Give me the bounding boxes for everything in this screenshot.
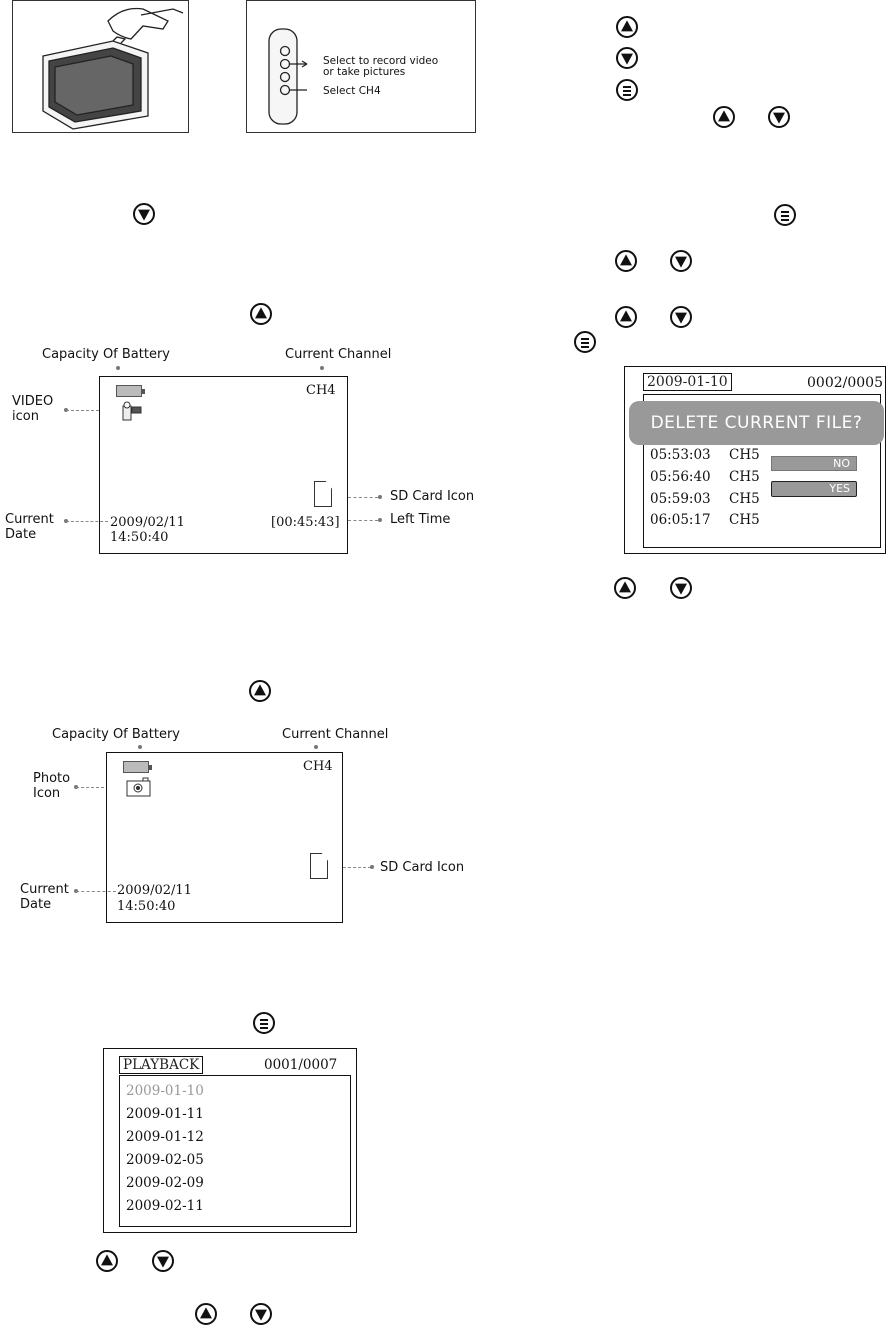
label-capacity-of-battery-photo: Capacity Of Battery [52, 727, 181, 742]
device-photo-left [12, 0, 189, 133]
list-item[interactable]: 2009-02-11 [126, 1198, 204, 1214]
up-arrow-button-icon [713, 106, 735, 128]
up-arrow-button-icon [195, 1303, 217, 1325]
file-row-time: 06:05:17 [650, 512, 711, 528]
menu-button-icon [616, 79, 638, 101]
menu-button-icon [574, 331, 596, 353]
up-arrow-button-icon [249, 680, 271, 702]
list-item[interactable]: 2009-01-12 [126, 1129, 204, 1145]
list-item[interactable]: 2009-02-09 [126, 1175, 204, 1191]
up-arrow-button-icon [615, 306, 637, 328]
no-button[interactable]: NO [771, 456, 857, 471]
screen-time: 14:50:40 [110, 530, 169, 545]
label-capacity-of-battery: Capacity Of Battery [42, 347, 171, 362]
label-left-time: Left Time [390, 512, 451, 527]
file-row-channel: CH5 [729, 512, 760, 528]
callout-record-video: Select to record video or take pictures [323, 55, 439, 78]
label-current-date-photo: Current Date [20, 882, 69, 912]
down-arrow-button-icon [670, 250, 692, 272]
delete-confirm-banner: DELETE CURRENT FILE? [629, 401, 884, 445]
sd-card-icon [310, 853, 328, 879]
photo-camera-icon [126, 777, 151, 797]
list-item[interactable]: 2009-02-05 [126, 1152, 204, 1168]
battery-icon [116, 385, 145, 397]
up-arrow-button-icon [615, 250, 637, 272]
photo-mode-screen: CH4 2009/02/11 14:50:40 [106, 752, 343, 923]
delete-file-screen: 2009-01-10 0002/0005 DELETE CURRENT FILE… [624, 366, 886, 554]
label-current-date: Current Date [5, 512, 54, 542]
down-arrow-button-icon [133, 203, 155, 225]
yes-button[interactable]: YES [771, 481, 857, 497]
callout-select-ch4: Select CH4 [323, 85, 381, 97]
list-item[interactable]: 2009-01-11 [126, 1106, 204, 1122]
file-row-channel: CH5 [729, 469, 760, 485]
screen-left-time: [00:45:43] [271, 515, 340, 530]
screen-date: 2009/02/11 [110, 515, 185, 530]
down-arrow-button-icon [616, 47, 638, 69]
sd-card-icon [314, 481, 332, 507]
down-arrow-button-icon [250, 1303, 272, 1325]
screen-time: 14:50:40 [117, 899, 176, 914]
down-arrow-button-icon [152, 1250, 174, 1272]
hand-pressing-device-icon [42, 7, 184, 130]
up-arrow-button-icon [614, 577, 636, 599]
list-item[interactable]: 2009-01-10 [126, 1083, 204, 1099]
playback-screen: PLAYBACK 0001/0007 2009-01-10 2009-01-11… [103, 1048, 357, 1233]
playback-header: PLAYBACK [119, 1056, 204, 1074]
device-buttons-photo: Select to record video or take pictures … [246, 0, 476, 133]
menu-button-icon [774, 204, 796, 226]
delete-counter: 0002/0005 [807, 375, 883, 391]
screen-date: 2009/02/11 [117, 883, 192, 898]
up-arrow-button-icon [616, 16, 638, 38]
delete-header-date: 2009-01-10 [643, 373, 732, 391]
down-arrow-button-icon [768, 106, 790, 128]
battery-icon [123, 761, 152, 773]
label-sd-card-icon-photo: SD Card Icon [380, 860, 465, 875]
label-video-icon: VIDEO icon [12, 394, 54, 424]
down-arrow-button-icon [670, 306, 692, 328]
label-current-channel-photo: Current Channel [282, 727, 389, 742]
screen-channel: CH4 [306, 383, 336, 398]
playback-counter: 0001/0007 [264, 1057, 338, 1073]
screen-channel: CH4 [303, 759, 333, 774]
label-sd-card-icon: SD Card Icon [390, 489, 475, 504]
file-row-time: 05:59:03 [650, 491, 711, 507]
file-row-time: 05:53:03 [650, 447, 711, 463]
device-side-buttons-icon [268, 28, 308, 125]
label-current-channel: Current Channel [285, 347, 392, 362]
menu-button-icon [253, 1012, 275, 1034]
video-camera-icon [122, 401, 142, 421]
file-row-time: 05:56:40 [650, 469, 711, 485]
down-arrow-button-icon [670, 577, 692, 599]
up-arrow-button-icon [250, 303, 272, 325]
label-photo-icon: Photo Icon [33, 771, 71, 801]
file-row-channel: CH5 [729, 447, 760, 463]
video-mode-screen: CH4 [00:45:43] 2009/02/11 14:50:40 [99, 376, 348, 554]
file-row-channel: CH5 [729, 491, 760, 507]
up-arrow-button-icon [96, 1250, 118, 1272]
